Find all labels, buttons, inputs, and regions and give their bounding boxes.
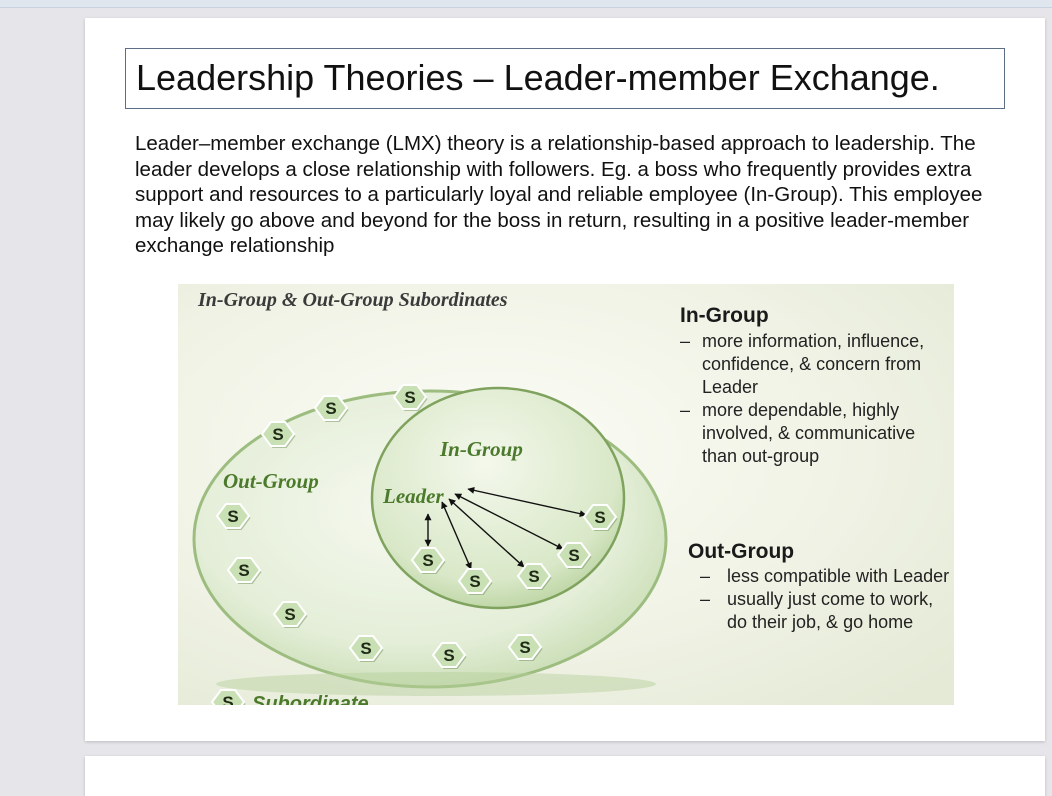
in-group-bullet-1: –more information, influence, confidence… [680,330,940,399]
in-group-title: In-Group [680,304,769,327]
out-group-bullet-2-text: usually just come to work, do their job,… [727,589,934,632]
window-top-strip [0,0,1052,8]
subordinate-node-letter: S [528,567,539,586]
subordinate-node-letter: S [238,561,249,580]
subordinate-node: S [226,557,262,584]
subordinate-node: S [507,634,543,661]
subordinate-node: S [457,568,493,595]
subordinate-node-letter: S [325,399,336,418]
out-group-bullets: –less compatible with Leader –usually ju… [700,565,950,634]
subordinate-node-letter: S [443,646,454,665]
in-group-bullet-2: –more dependable, highly involved, & com… [680,399,940,468]
in-group-circle-label: In-Group [439,437,523,461]
bullet-dash: – [700,566,711,586]
lmx-diagram-graphic: In-Group & Out-Group Subordinates Out-Gr… [178,284,954,705]
subordinate-node-letter: S [422,551,433,570]
subordinate-node-letter: S [227,507,238,526]
out-group-bullet-1-text: less compatible with Leader [727,566,950,586]
subordinate-node-letter: S [568,546,579,565]
slide-2[interactable] [85,756,1045,796]
subordinate-node-letter: S [404,388,415,407]
subordinate-node: S [410,547,446,574]
subordinate-node-letter: S [519,638,530,657]
in-group-bullet-1-text: more information, influence, confidence,… [702,331,925,397]
figure-heading: In-Group & Out-Group Subordinates [197,289,508,311]
out-group-circle-label: Out-Group [223,469,319,493]
subordinate-node: S [272,601,308,628]
subordinate-node-letter: S [272,425,283,444]
legend-subordinate-node: S [210,689,246,705]
subordinate-node: S [392,384,428,411]
subordinate-node: S [313,395,349,422]
slide-body-text: Leader–member exchange (LMX) theory is a… [135,132,983,257]
subordinate-node: S [516,563,552,590]
in-group-bullet-2-text: more dependable, highly involved, & comm… [702,400,916,466]
in-group-bullets: –more information, influence, confidence… [680,330,940,468]
title-box[interactable]: Leadership Theories – Leader-member Exch… [125,48,1005,109]
out-group-bullet-2: –usually just come to work, do their job… [700,588,950,634]
slide-1[interactable]: Leadership Theories – Leader-member Exch… [85,18,1045,741]
subordinate-node: S [556,542,592,569]
lmx-diagram: In-Group & Out-Group Subordinates Out-Gr… [178,284,954,705]
subordinate-node: S [582,504,618,531]
subordinate-node: S [431,642,467,669]
out-group-bullet-1: –less compatible with Leader [700,565,950,588]
subordinate-node: S [215,503,251,530]
legend-subordinate-label: Subordinate [252,693,369,705]
bullet-dash: – [700,589,711,609]
out-group-title: Out-Group [688,540,795,563]
bullet-dash: – [680,400,691,420]
subordinate-node-letter: S [469,572,480,591]
subordinate-node-letter: S [360,639,371,658]
bullet-dash: – [680,331,691,351]
leader-label: Leader [382,484,444,508]
subordinate-node-letter: S [222,693,233,705]
subordinate-node: S [260,421,296,448]
slide-title: Leadership Theories – Leader-member Exch… [136,57,940,98]
subordinate-node-letter: S [594,508,605,527]
subordinate-node: S [348,635,384,662]
subordinate-node-letter: S [284,605,295,624]
